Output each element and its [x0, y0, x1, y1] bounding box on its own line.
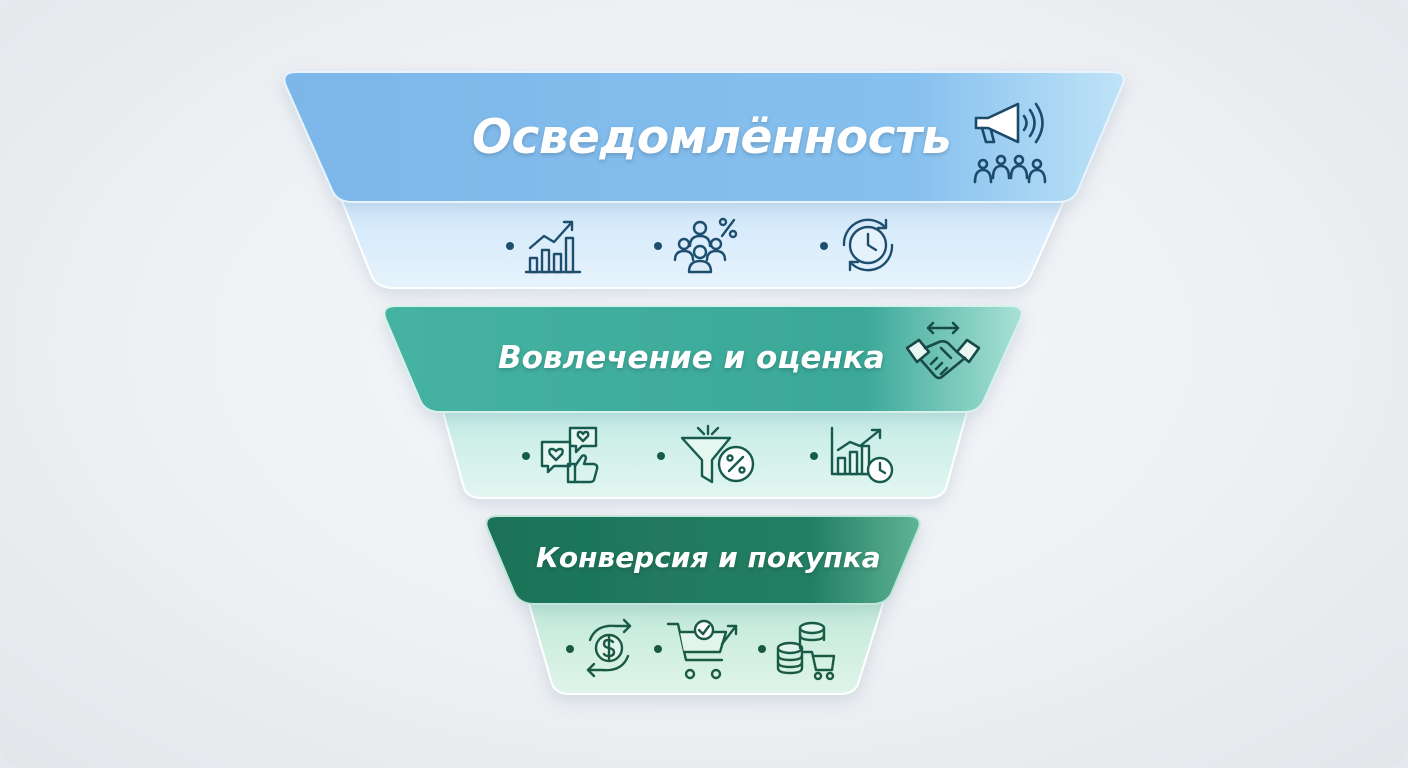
stage-3-header — [485, 515, 921, 605]
stage-1-title: Осведомлённость — [472, 110, 951, 165]
bullet-dot — [758, 645, 766, 653]
bullet-dot — [810, 452, 818, 460]
time-cycle-clock-icon — [842, 218, 894, 272]
bullet-dot — [657, 452, 665, 460]
money-exchange-icon — [586, 618, 632, 678]
cart-checkout-icon — [666, 619, 738, 680]
coins-cart-icon — [776, 621, 836, 681]
chart-clock-icon — [830, 426, 894, 484]
stage-2-header — [383, 305, 1023, 413]
stage-3-title: Конверсия и покупка — [536, 541, 881, 574]
audience-percent-icon — [673, 217, 738, 274]
stage-2-title: Вовлечение и оценка — [498, 340, 885, 376]
megaphone-audience-icon — [973, 102, 1047, 184]
likes-chat-thumbs-up-icon — [540, 426, 599, 484]
stage-1-header — [283, 71, 1125, 203]
bullet-dot — [522, 452, 530, 460]
bullet-dot — [820, 242, 828, 250]
bullet-dot — [654, 242, 662, 250]
conversion-funnel-percent-icon — [680, 424, 755, 484]
bullet-dot — [506, 242, 514, 250]
handshake-icon — [905, 321, 981, 380]
bullet-dot — [566, 645, 574, 653]
bullet-dot — [654, 645, 662, 653]
growth-chart-icon — [524, 220, 582, 274]
